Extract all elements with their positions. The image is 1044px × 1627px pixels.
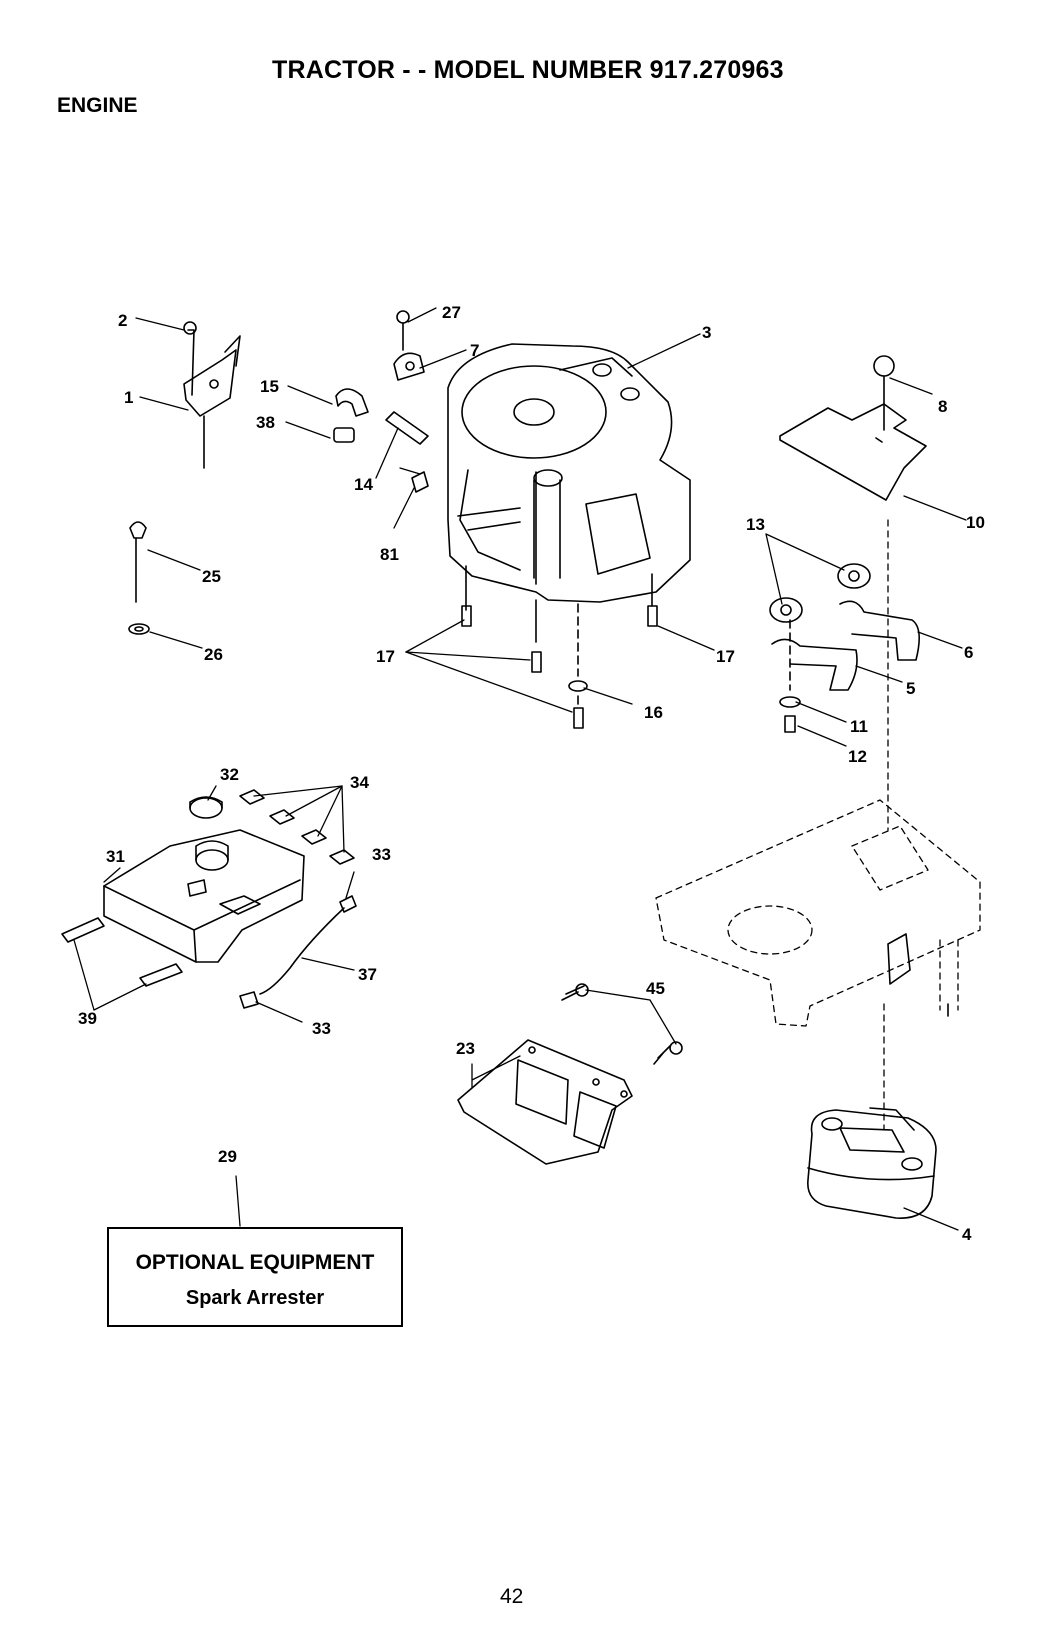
callout-12: 12 bbox=[848, 747, 867, 766]
fuel-tank-pads-part bbox=[62, 790, 354, 986]
page-number: 42 bbox=[500, 1585, 523, 1609]
heat-shield-part bbox=[780, 356, 926, 500]
callout-1: 1 bbox=[124, 388, 133, 407]
callout-33-top: 33 bbox=[372, 845, 391, 864]
callout-33-bottom: 33 bbox=[312, 1019, 331, 1038]
callout-2: 2 bbox=[118, 311, 127, 330]
callout-45: 45 bbox=[646, 979, 665, 998]
callout-29: 29 bbox=[218, 1147, 237, 1166]
fuel-tank-part bbox=[104, 797, 304, 962]
callout-10: 10 bbox=[966, 513, 985, 532]
callout-15: 15 bbox=[260, 377, 279, 396]
throttle-control-part bbox=[184, 322, 240, 468]
callout-81: 81 bbox=[380, 545, 399, 564]
engine-mount-bolts-part bbox=[462, 566, 657, 728]
callout-34: 34 bbox=[350, 773, 369, 792]
callout-6: 6 bbox=[964, 643, 973, 662]
callout-23: 23 bbox=[456, 1039, 475, 1058]
callout-14: 14 bbox=[354, 475, 373, 494]
fuel-fittings-part bbox=[334, 389, 428, 492]
optional-equipment-item: Spark Arrester bbox=[109, 1287, 401, 1310]
exhaust-pipes-part bbox=[770, 564, 919, 732]
chassis-frame-part bbox=[656, 520, 980, 1130]
callout-17-left: 17 bbox=[376, 647, 395, 666]
spark-shield-part bbox=[458, 984, 682, 1164]
callout-4: 4 bbox=[962, 1225, 972, 1244]
callout-27: 27 bbox=[442, 303, 461, 322]
callout-37: 37 bbox=[358, 965, 377, 984]
engine-part bbox=[448, 344, 690, 602]
callout-26: 26 bbox=[204, 645, 223, 664]
callout-38: 38 bbox=[256, 413, 275, 432]
callout-8: 8 bbox=[938, 397, 947, 416]
callout-16: 16 bbox=[644, 703, 663, 722]
callout-31: 31 bbox=[106, 847, 125, 866]
callout-39: 39 bbox=[78, 1009, 97, 1028]
callout-13: 13 bbox=[746, 515, 765, 534]
callout-5: 5 bbox=[906, 679, 915, 698]
callout-25: 25 bbox=[202, 567, 221, 586]
callout-11: 11 bbox=[850, 717, 868, 736]
leader-lines bbox=[74, 308, 966, 1230]
muffler-part bbox=[808, 1108, 936, 1218]
callout-17-right: 17 bbox=[716, 647, 735, 666]
callout-3: 3 bbox=[702, 323, 711, 342]
optional-equipment-heading: OPTIONAL EQUIPMENT bbox=[109, 1251, 401, 1275]
callout-32: 32 bbox=[220, 765, 239, 784]
fuel-line-part bbox=[240, 896, 356, 1008]
chassis-bracket-part bbox=[888, 934, 948, 1016]
optional-equipment-box: OPTIONAL EQUIPMENT Spark Arrester bbox=[107, 1227, 403, 1327]
callout-7: 7 bbox=[470, 341, 479, 360]
choke-knob-part bbox=[129, 522, 149, 634]
